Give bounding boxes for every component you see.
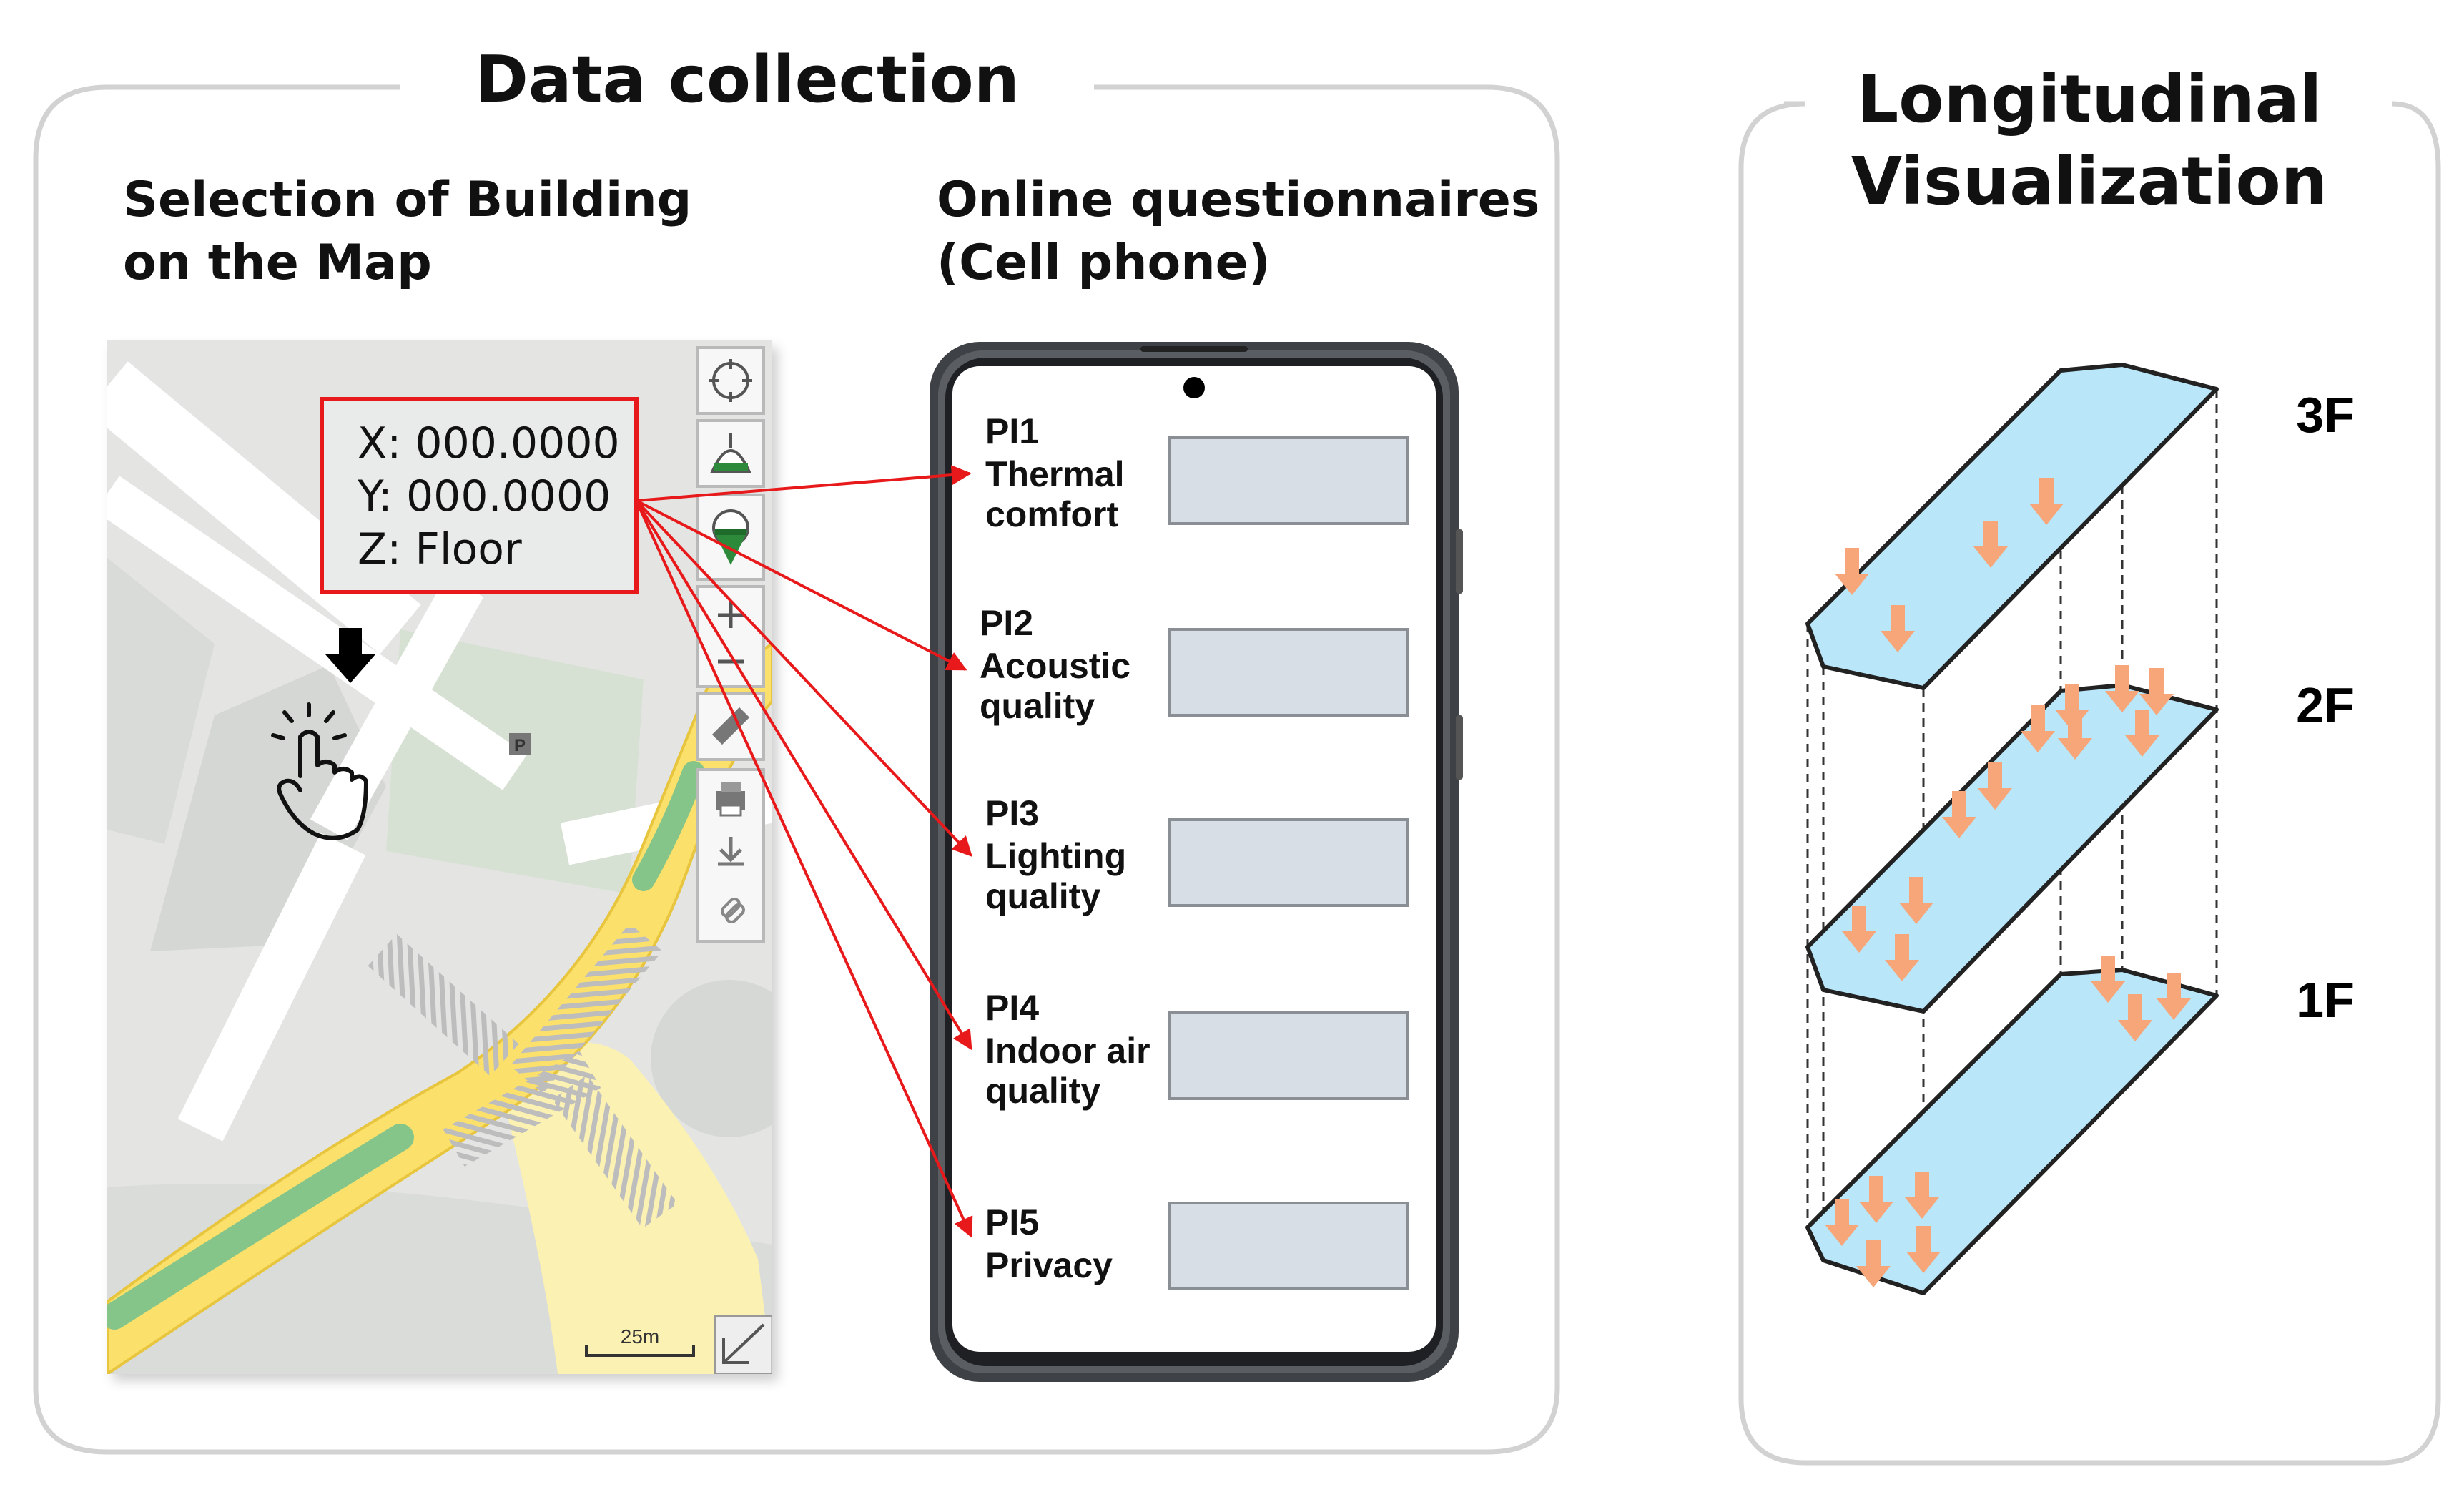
arrow-to-pi2 [636, 499, 967, 671]
pi4-item: PI4 Indoor air quality [985, 988, 1150, 1111]
zoom-in-icon[interactable] [718, 602, 744, 628]
pi3-answer-box[interactable] [1168, 818, 1409, 907]
floor-1f-plate [1805, 968, 2219, 1295]
floor-2f-plate [1805, 683, 2219, 1014]
arrow-to-pi1 [636, 465, 972, 502]
pi5-code: PI5 [985, 1202, 1039, 1242]
pi5-item: PI5 Privacy [985, 1202, 1113, 1285]
arrow-to-pi4 [635, 499, 972, 1051]
pi2-line2: quality [980, 686, 1095, 726]
data-collection-frame [33, 84, 1560, 1455]
pi1-answer-box[interactable] [1168, 436, 1409, 525]
pi4-line1: Indoor air [985, 1031, 1150, 1071]
pi3-item: PI3 Lighting quality [985, 793, 1126, 916]
phone-heading-line2: (Cell phone) [937, 235, 1271, 291]
arrow-to-pi3 [635, 499, 972, 858]
pi1-line2: comfort [985, 494, 1118, 534]
print-icon[interactable] [716, 782, 745, 817]
measure-icon[interactable] [711, 707, 750, 745]
pi3-line1: Lighting [985, 836, 1126, 876]
connector-arrows [635, 465, 973, 1238]
location-icon[interactable] [709, 433, 752, 473]
map-content: P 25m [107, 361, 772, 1374]
pi2-item: PI2 Acoustic quality [980, 603, 1130, 726]
floor-label-2f: 2F [2296, 677, 2355, 733]
floor-label-3f: 3F [2296, 387, 2355, 443]
map-heading-line2: on the Map [123, 235, 432, 291]
camera-icon [1183, 377, 1205, 398]
pi4-answer-box[interactable] [1168, 1011, 1409, 1100]
pi5-answer-box[interactable] [1168, 1202, 1409, 1290]
pi3-code: PI3 [985, 793, 1039, 833]
pi1-code: PI1 [985, 411, 1039, 451]
down-arrow-icon [325, 628, 375, 683]
coord-z: Z: Floor [358, 524, 522, 574]
crosshair-icon[interactable] [709, 359, 752, 402]
response-markers [1825, 478, 2191, 1287]
pi5-line1: Privacy [985, 1245, 1113, 1285]
longitudinal-frame [1738, 101, 2441, 1466]
coordinate-box: X: 000.0000 Y: 000.0000 Z: Floor [320, 397, 639, 594]
pi1-line1: Thermal [985, 454, 1125, 494]
pi2-code: PI2 [980, 603, 1033, 643]
pi4-code: PI4 [985, 988, 1039, 1028]
coord-x: X: 000.0000 [358, 418, 620, 468]
coord-y: Y: 000.0000 [357, 471, 611, 521]
data-collection-title: Data collection [475, 42, 1020, 117]
download-icon[interactable] [718, 837, 744, 866]
floor-3f-plate [1805, 363, 2219, 690]
phone-heading-line1: Online questionnaires [937, 172, 1539, 228]
pi3-line2: quality [985, 876, 1100, 916]
pi4-line2: quality [985, 1071, 1100, 1111]
pi2-answer-box[interactable] [1168, 628, 1409, 717]
longitudinal-title-line1: Longitudinal [1857, 61, 2322, 137]
link-icon[interactable] [720, 897, 746, 924]
parking-label: P [514, 736, 526, 755]
longitudinal-title-line2: Visualization [1851, 143, 2327, 220]
floor-label-1f: 1F [2296, 972, 2355, 1028]
map-heading-line1: Selection of Building [123, 172, 691, 228]
tap-hand-icon [271, 702, 368, 840]
pi2-line1: Acoustic [980, 646, 1130, 686]
pi1-item: PI1 Thermal comfort [985, 411, 1125, 534]
arrow-to-pi5 [635, 500, 973, 1238]
scale-label: 25m [621, 1325, 659, 1348]
